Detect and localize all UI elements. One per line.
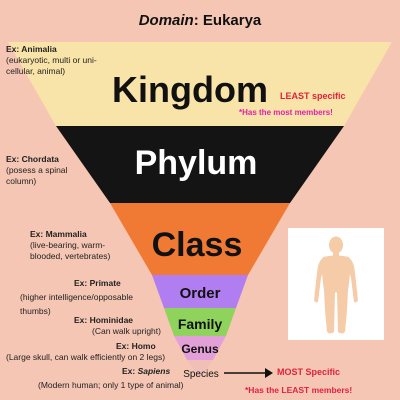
band-order — [152, 275, 248, 308]
label-family: Family — [178, 316, 223, 332]
label-phylum: Phylum — [135, 144, 258, 182]
example-phylum-body1: (posess a spinal — [6, 165, 68, 175]
label-species: Species — [183, 369, 219, 380]
title-rest: : Eukarya — [193, 12, 262, 29]
example-class-head: Ex: Mammalia — [30, 229, 87, 239]
band-species — [187, 360, 213, 378]
example-genus: Ex: Homo (Large skull, can walk efficien… — [6, 341, 165, 363]
example-kingdom-body2: cellular, animal) — [6, 66, 66, 76]
example-family-body1: (Can walk upright) — [92, 326, 161, 336]
example-species: Ex: Sapiens (Modern human; only 1 type o… — [38, 366, 184, 393]
band-class — [110, 203, 290, 275]
diagram-title: Domain: Eukarya — [0, 12, 400, 29]
example-species-prefix: Ex: — [122, 366, 138, 376]
example-phylum-head: Ex: Chordata — [6, 154, 59, 164]
example-species-italic: Sapiens — [137, 366, 171, 376]
label-class: Class — [152, 226, 243, 264]
example-order-body1: (higher intelligence/opposable — [20, 292, 133, 302]
example-species-head: Ex: Sapiens — [122, 366, 170, 376]
band-kingdom — [8, 42, 392, 126]
example-kingdom: Ex: Animalia (eukaryotic, multi or uni- … — [6, 44, 97, 77]
most-members-note: *Has the most members! — [239, 108, 333, 117]
example-family-head: Ex: Hominidae — [74, 315, 134, 325]
example-family: Ex: Hominidae (Can walk upright) — [74, 315, 161, 337]
example-phylum: Ex: Chordata (posess a spinal column) — [6, 154, 67, 187]
example-class-body1: (live-bearing, warm- — [30, 240, 106, 250]
example-genus-body1: (Large skull, can walk efficiently on 2 … — [6, 352, 166, 362]
band-genus — [174, 336, 226, 360]
example-order-body2: thumbs) — [20, 306, 51, 316]
example-kingdom-head: Ex: Animalia — [6, 44, 57, 54]
example-kingdom-body1: (eukaryotic, multi or uni- — [6, 55, 97, 65]
band-phylum — [56, 126, 344, 203]
label-kingdom: Kingdom — [112, 69, 268, 110]
example-genus-head: Ex: Homo — [116, 341, 156, 351]
title-domain-word: Domain — [138, 12, 194, 29]
example-order-head: Ex: Primate — [74, 278, 121, 288]
human-body-icon — [314, 236, 358, 334]
most-specific-note: MOST Specific — [277, 367, 341, 377]
example-class-body2: blooded, vertebrates) — [30, 251, 111, 261]
example-class: Ex: Mammalia (live-bearing, warm- bloode… — [30, 229, 110, 262]
example-species-body1: (Modern human; only 1 type of animal) — [38, 380, 184, 390]
example-order: Ex: Primate (higher intelligence/opposab… — [20, 278, 133, 317]
least-specific-note: LEAST specific — [280, 91, 346, 101]
human-card — [288, 228, 384, 340]
arrow-right-icon — [224, 368, 273, 378]
label-order: Order — [180, 285, 221, 302]
band-family — [164, 308, 236, 336]
label-genus: Genus — [181, 342, 219, 356]
least-members-note: *Has the LEAST members! — [245, 385, 353, 395]
example-phylum-body2: column) — [6, 176, 37, 186]
